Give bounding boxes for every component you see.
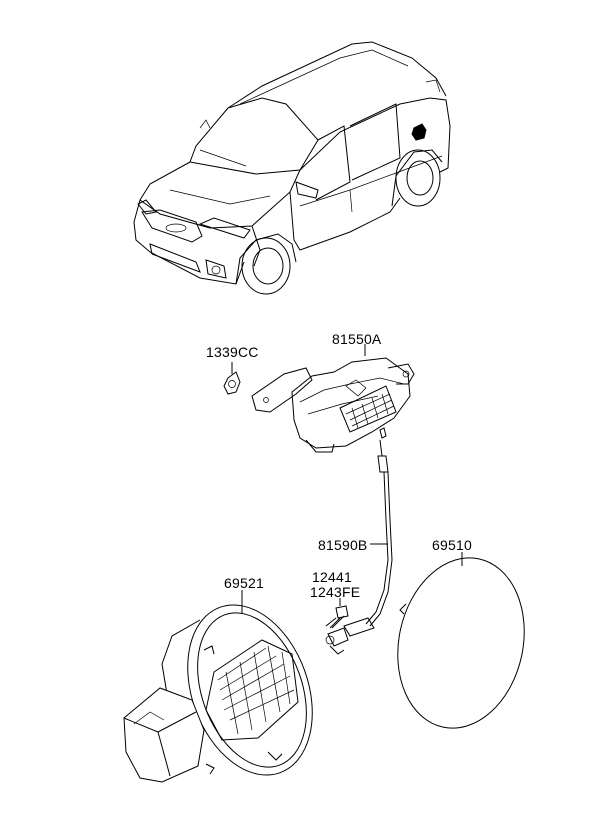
- fuel-filler-housing-69521: [123, 590, 313, 783]
- part-label-69510: 69510: [432, 537, 472, 553]
- part-label-81550a: 81550A: [332, 331, 382, 347]
- part-label-1339cc: 1339CC: [206, 344, 259, 360]
- fuel-door-location: [411, 123, 427, 141]
- part-label-81590b: 81590B: [318, 537, 368, 553]
- fuel-door-actuator-81550a: [251, 344, 415, 453]
- vehicle-illustration: [133, 41, 451, 295]
- fuel-door-69510: [397, 552, 525, 729]
- release-cable-81590b: [325, 439, 393, 655]
- part-label-1243fe: 1243FE: [310, 584, 361, 600]
- part-label-69521: 69521: [224, 575, 264, 591]
- nut-1339cc: [223, 362, 241, 395]
- screw-12441-1243fe: [325, 598, 349, 629]
- part-label-12441: 12441: [312, 569, 352, 585]
